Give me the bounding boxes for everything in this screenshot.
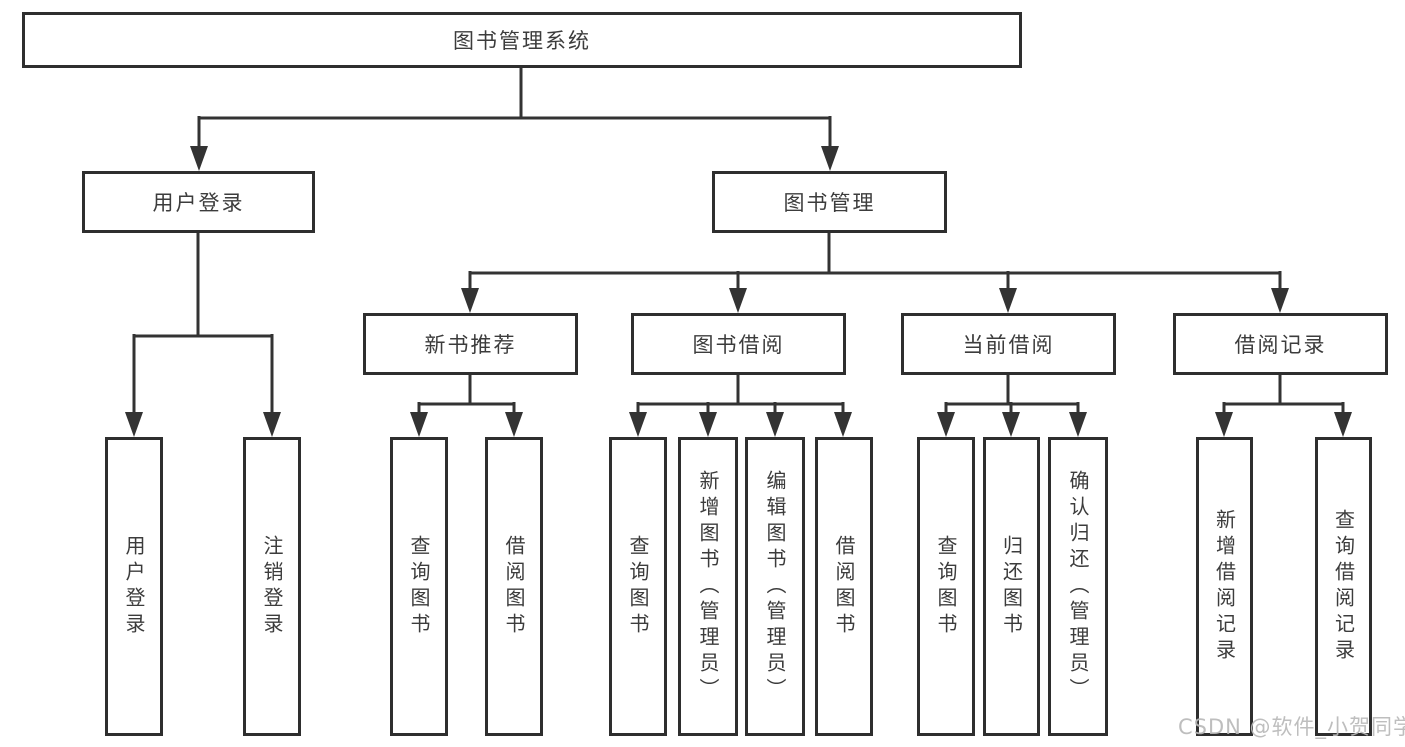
node-leaf-user-login: 用户登录 (105, 437, 163, 736)
arrow-down-icon (1069, 412, 1087, 437)
node-leaf-add-borrow-record: 新增借阅记录 (1196, 437, 1253, 736)
node-borrow-records: 借阅记录 (1173, 313, 1388, 375)
node-current-borrow: 当前借阅 (901, 313, 1116, 375)
node-leaf-borrow-books-borrow: 借阅图书 (815, 437, 873, 736)
arrow-down-icon (1002, 412, 1020, 437)
arrow-down-icon (461, 288, 479, 313)
node-leaf-edit-books-admin: 编辑图书（管理员） (745, 437, 805, 736)
arrow-down-icon (834, 412, 852, 437)
connector-root-stem (197, 68, 832, 150)
node-new-book-recommend: 新书推荐 (363, 313, 578, 375)
node-book-borrow: 图书借阅 (631, 313, 846, 375)
arrow-down-icon (505, 412, 523, 437)
connector-new-books (417, 375, 516, 416)
arrow-down-icon (629, 412, 647, 437)
node-leaf-query-books-current: 查询图书 (917, 437, 975, 736)
connector-borrow-records (1222, 375, 1345, 416)
arrow-down-icon (1215, 412, 1233, 437)
arrow-down-icon (699, 412, 717, 437)
arrow-down-icon (190, 146, 208, 171)
connector-current-borrow (944, 375, 1080, 416)
arrow-down-icon (937, 412, 955, 437)
arrow-down-icon (821, 146, 839, 171)
connector-book-borrow (636, 375, 845, 416)
arrow-down-icon (1334, 412, 1352, 437)
connector-book-mgmt (468, 233, 1282, 292)
arrow-down-icon (125, 412, 143, 437)
arrow-down-icon (729, 288, 747, 313)
node-book-management-branch: 图书管理 (712, 171, 947, 233)
arrow-down-icon (263, 412, 281, 437)
arrow-down-icon (766, 412, 784, 437)
node-leaf-query-books-borrow: 查询图书 (609, 437, 667, 736)
node-leaf-borrow-books-newbooks: 借阅图书 (485, 437, 543, 736)
node-user-login-branch: 用户登录 (82, 171, 315, 233)
connector-user-login (132, 233, 274, 416)
node-leaf-return-books: 归还图书 (983, 437, 1040, 736)
node-leaf-logout: 注销登录 (243, 437, 301, 736)
arrow-down-icon (999, 288, 1017, 313)
csdn-watermark: CSDN @软件_小贺同学 (1178, 715, 1405, 739)
arrow-down-icon (410, 412, 428, 437)
node-root-system: 图书管理系统 (22, 12, 1022, 68)
arrow-down-icon (1271, 288, 1289, 313)
node-leaf-query-borrow-record: 查询借阅记录 (1315, 437, 1372, 736)
node-leaf-confirm-return-admin: 确认归还（管理员） (1048, 437, 1108, 736)
node-leaf-add-books-admin: 新增图书（管理员） (678, 437, 738, 736)
node-leaf-query-books-newbooks: 查询图书 (390, 437, 448, 736)
arrowheads (125, 146, 1352, 437)
